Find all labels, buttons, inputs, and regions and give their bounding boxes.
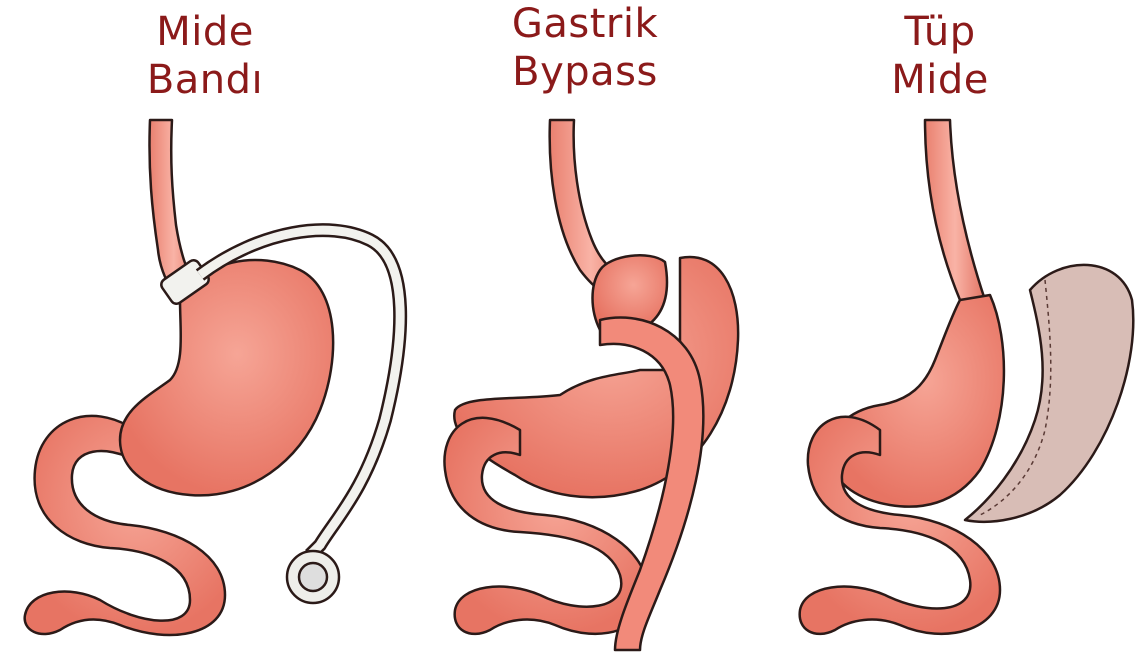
sleeve-gastrectomy-illustration: [800, 120, 1134, 634]
esophagus-3: [925, 120, 985, 300]
gastric-band-illustration: [25, 120, 400, 635]
gastric-bypass-illustration: [444, 120, 738, 650]
sleeve-stomach: [829, 295, 1004, 507]
stomach-1: [120, 260, 333, 495]
